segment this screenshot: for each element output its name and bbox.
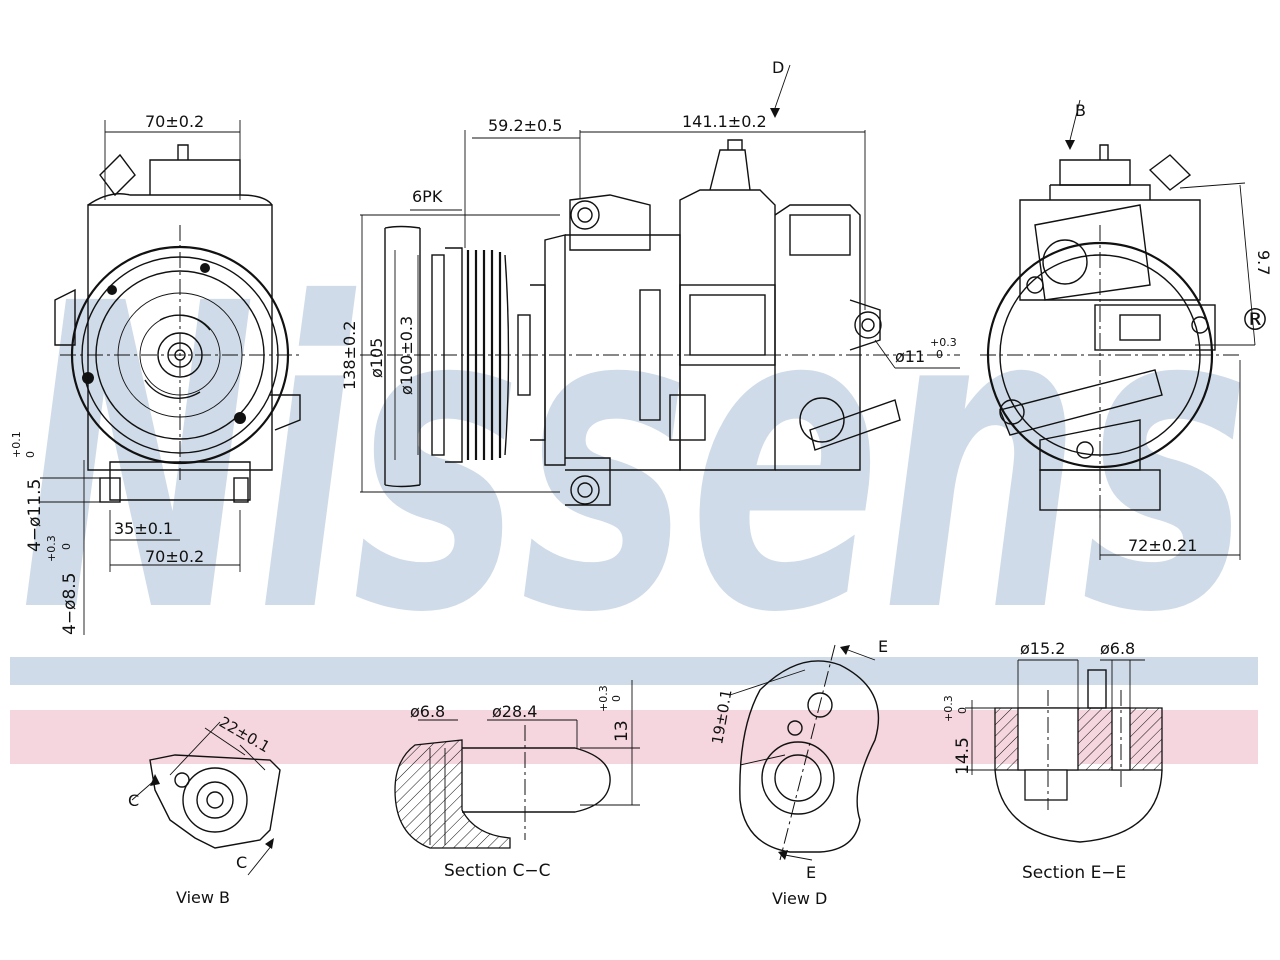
- rear-view: [980, 99, 1256, 560]
- view-d-section-mark-1: E: [878, 637, 888, 656]
- section-cc-height: 13: [612, 720, 632, 742]
- section-cc-dia-small: ø6.8: [410, 702, 445, 721]
- side-height: 138±0.2: [340, 321, 359, 390]
- section-ee-height-tol-low: 0: [956, 707, 969, 714]
- side-mount-hole-tol: +0.3: [930, 336, 957, 349]
- registered-mark: ®: [1240, 303, 1270, 338]
- front-hole-lower: 4−ø8.5: [60, 573, 80, 636]
- side-pulley-offset: 59.2±0.5: [488, 116, 562, 135]
- section-ee-caption: Section E−E: [1022, 863, 1126, 883]
- rear-view-arrow-b: B: [1075, 101, 1086, 120]
- section-cc-caption: Section C−C: [444, 861, 551, 881]
- side-view-arrow-d: D: [772, 58, 784, 77]
- side-mount-hole: ø11: [895, 347, 925, 366]
- front-hole-lower-tol: +0.3: [45, 535, 58, 562]
- front-hole-upper-tol-low: 0: [24, 451, 37, 458]
- view-b: [131, 721, 281, 876]
- front-width-top: 70±0.2: [145, 112, 204, 131]
- rear-dim-bottom: 72±0.21: [1128, 536, 1197, 555]
- front-hole-upper: 4−ø11.5: [25, 479, 45, 552]
- front-hole-lower-tol-low: 0: [60, 543, 73, 550]
- section-c-c: [394, 680, 640, 849]
- front-hole-upper-tol: +0.1: [10, 431, 23, 458]
- front-view: [40, 120, 301, 635]
- section-cc-dia-large: ø28.4: [492, 702, 537, 721]
- view-b-section-mark-2: C: [236, 853, 247, 872]
- section-ee-height: 14.5: [953, 737, 973, 775]
- view-b-section-mark-1: C: [128, 791, 139, 810]
- front-width-bottom: 70±0.2: [145, 547, 204, 566]
- section-cc-height-tol: +0.3: [597, 685, 610, 712]
- view-d-section-mark-2: E: [806, 863, 816, 882]
- side-length: 141.1±0.2: [682, 112, 767, 131]
- section-e-e: [965, 659, 1163, 843]
- section-ee-dia-large: ø15.2: [1020, 639, 1065, 658]
- section-cc-height-tol-low: 0: [610, 695, 623, 702]
- section-ee-dia-small: ø6.8: [1100, 639, 1135, 658]
- section-ee-height-tol: +0.3: [942, 695, 955, 722]
- watermark-band-blue: [10, 657, 1258, 685]
- side-mount-hole-tol-low: 0: [936, 348, 943, 361]
- side-pulley-inner: ø100±0.3: [397, 316, 416, 395]
- side-view: [360, 64, 960, 506]
- view-d: [729, 644, 880, 861]
- side-belt: 6PK: [412, 187, 443, 206]
- front-hole-spacing: 35±0.1: [114, 519, 173, 538]
- view-b-caption: View B: [176, 888, 230, 907]
- view-d-caption: View D: [772, 889, 827, 908]
- side-pulley-dia: ø105: [367, 338, 386, 378]
- rear-dim-right: 9.7: [1254, 250, 1273, 275]
